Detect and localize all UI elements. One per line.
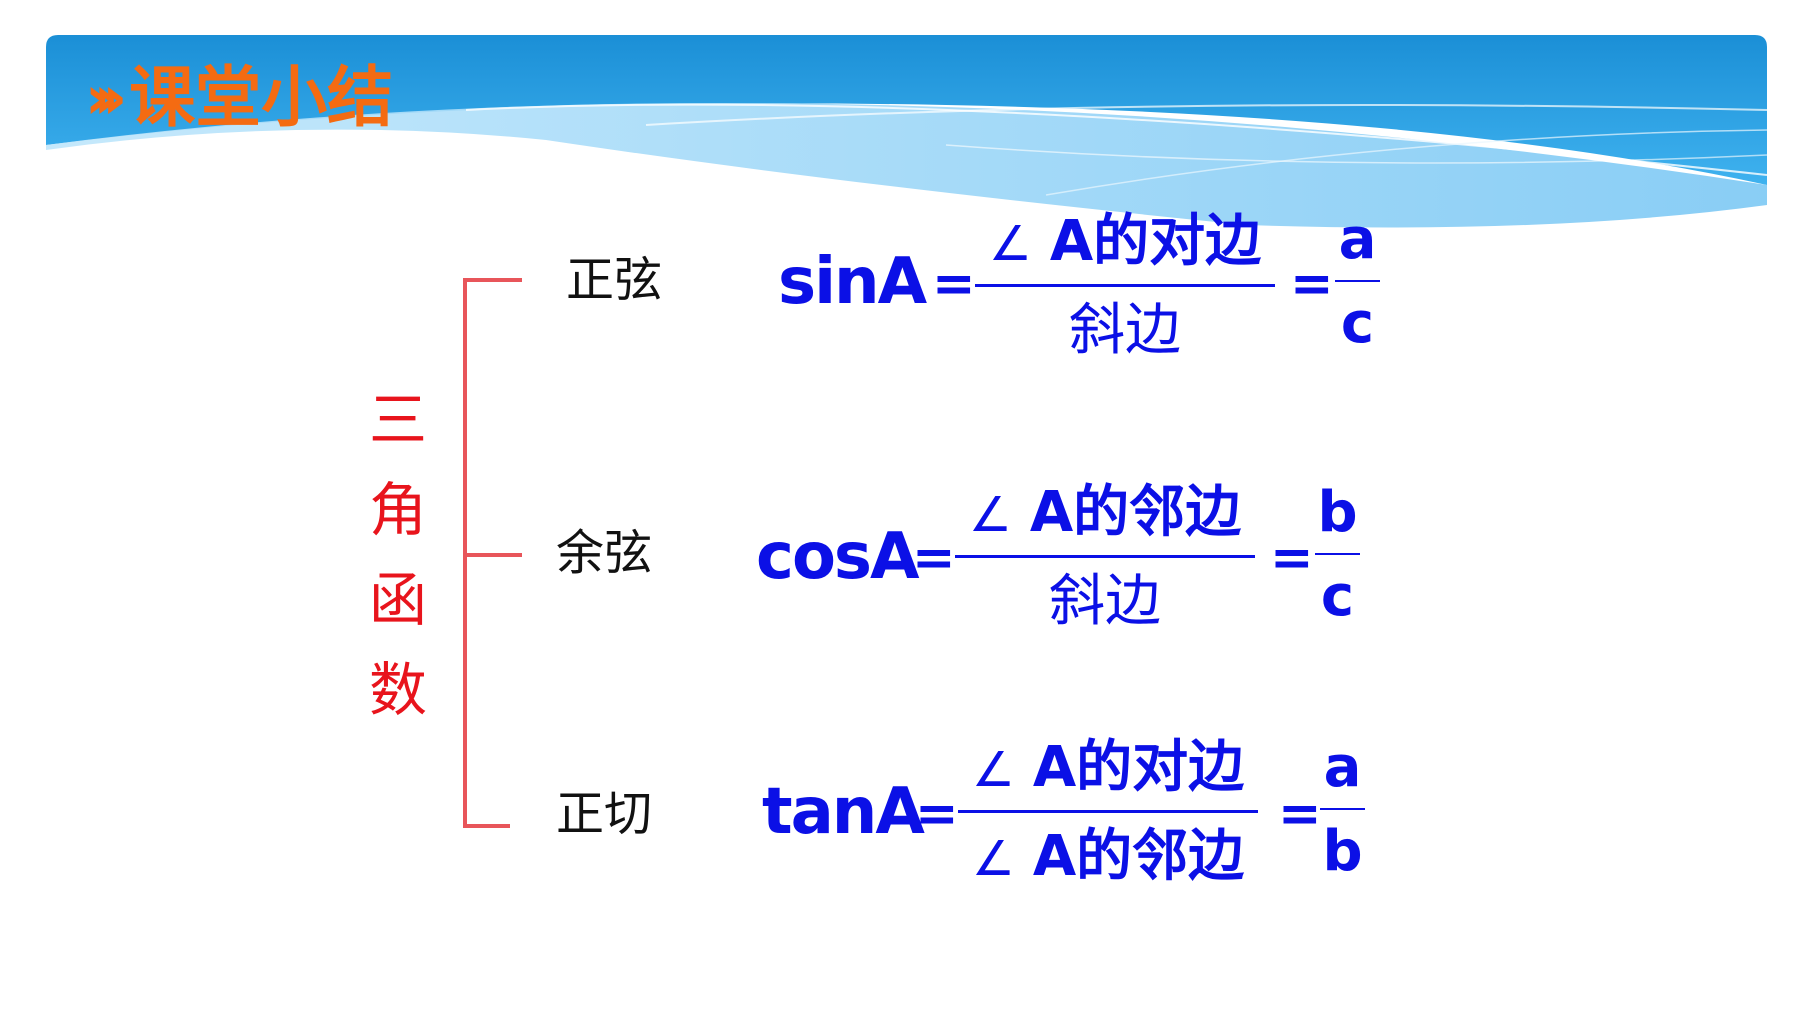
tangent-ratio-fraction: ∠A的对边 ∠A的邻边 (958, 740, 1258, 885)
angle-symbol: ∠ (971, 831, 1015, 887)
equals-sign: = (1270, 528, 1314, 588)
equals-sign: = (1290, 254, 1334, 314)
branch-cosine: 余弦 (556, 525, 653, 581)
denominator: c (1320, 564, 1355, 629)
equals-sign: = (932, 254, 976, 314)
cosine-simple-fraction: b c (1315, 485, 1360, 625)
category-char: 三 (368, 386, 427, 454)
sine-function-name: sinA (778, 245, 927, 319)
cosine-function-name: cosA (756, 520, 920, 594)
fraction-bar (975, 284, 1275, 287)
fraction-bar (1320, 808, 1365, 810)
category-char: 函 (368, 566, 427, 634)
cosine-ratio-fraction: ∠A的邻边 斜边 (955, 485, 1255, 630)
header-banner (46, 35, 1767, 228)
numerator: b (1317, 480, 1358, 545)
category-char: 数 (368, 656, 427, 724)
fraction-bar (958, 810, 1258, 813)
branch-sine: 正弦 (566, 252, 663, 308)
numerator: A的对边 (1049, 209, 1262, 274)
denominator: b (1322, 819, 1363, 884)
category-label: 三 角 函 数 (353, 375, 443, 735)
page-title-text: 课堂小结 (129, 59, 394, 136)
denominator: 斜边 (1049, 569, 1161, 634)
numerator: a (1338, 207, 1377, 272)
equals-sign: = (912, 528, 956, 588)
fraction-bar (1315, 553, 1360, 555)
branch-tangent: 正切 (556, 786, 653, 842)
numerator: A的对边 (1032, 735, 1245, 800)
numerator: A的邻边 (1029, 480, 1242, 545)
page-title: ››› 课堂小结 (85, 58, 393, 138)
equals-sign: = (1278, 784, 1322, 844)
category-char: 角 (368, 476, 427, 544)
equals-sign: = (915, 784, 959, 844)
angle-symbol: ∠ (971, 742, 1015, 798)
angle-symbol: ∠ (968, 487, 1012, 543)
tangent-simple-fraction: a b (1320, 740, 1365, 880)
sine-simple-fraction: a c (1335, 212, 1380, 352)
tangent-function-name: tanA (762, 775, 925, 849)
sine-ratio-fraction: ∠A的对边 斜边 (975, 214, 1275, 359)
fraction-bar (1335, 280, 1380, 282)
angle-symbol: ∠ (988, 216, 1032, 272)
fraction-bar (955, 555, 1255, 558)
denominator: c (1340, 291, 1375, 356)
numerator: a (1323, 735, 1362, 800)
denominator: A的邻边 (1032, 824, 1245, 889)
denominator: 斜边 (1069, 298, 1181, 363)
